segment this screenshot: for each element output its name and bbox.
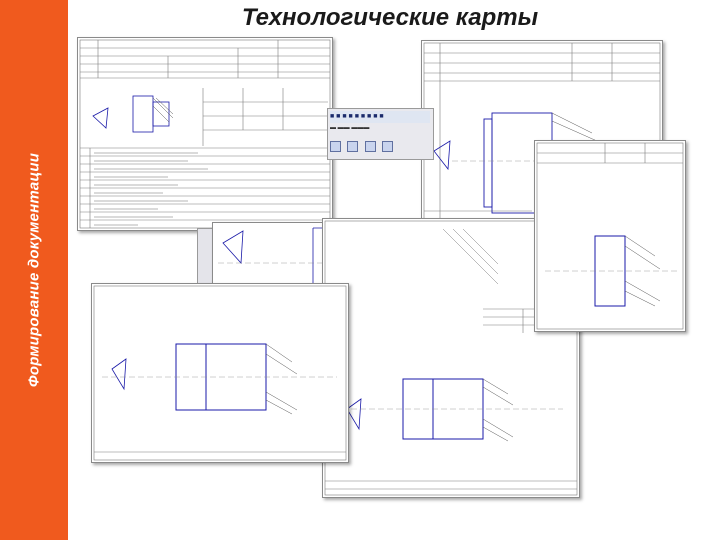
tool-palette	[197, 228, 213, 290]
tech-card-sheet-right	[534, 140, 686, 332]
toolbar-icon	[347, 141, 359, 152]
orange-sidebar: Формирование документации	[0, 0, 68, 540]
form-table-drawing	[79, 39, 331, 229]
window-toolbar: ■ ■ ■ ■ ■ ■ ■ ■ ■ ▬ ▬▬ ▬▬▬	[327, 108, 434, 160]
window-menu: ▬ ▬▬ ▬▬▬	[330, 125, 370, 131]
operation-drawing-right	[536, 142, 684, 330]
part-sketch-small	[132, 95, 170, 133]
window-path-bar: ■ ■ ■ ■ ■ ■ ■ ■ ■	[330, 111, 430, 123]
toolbar-icon	[364, 141, 376, 152]
toolbar-icon	[382, 141, 394, 152]
tech-card-form-sheet	[77, 37, 333, 231]
tech-card-sheet-bottom	[91, 283, 349, 463]
operation-drawing-bottom	[93, 285, 347, 461]
toolbar-icons	[330, 139, 395, 157]
toolbar-icon	[330, 141, 341, 152]
section-label: Формирование документации	[25, 152, 43, 388]
slide-title: Технологические карты	[241, 4, 539, 31]
